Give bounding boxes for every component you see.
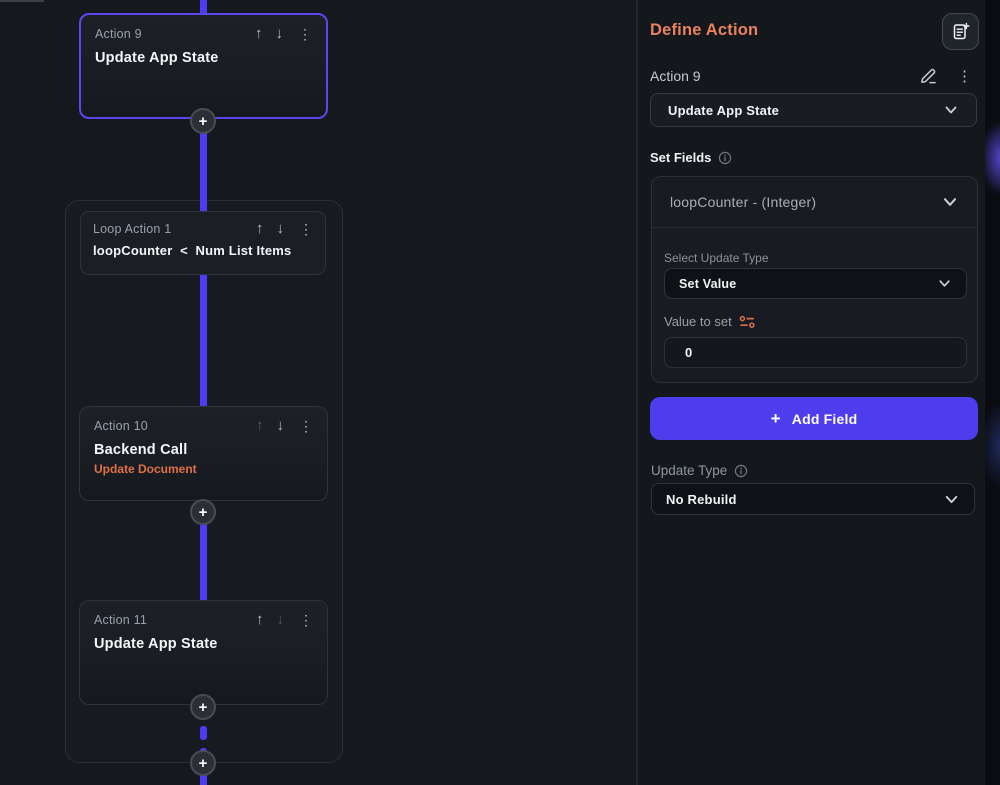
value-to-set-label-row: Value to set [664,314,756,329]
node-header: Action 11 ↑ ↓ ⋮ [94,612,313,627]
rebuild-select[interactable]: No Rebuild [651,483,975,515]
copy-action-button[interactable] [942,13,979,50]
node-menu-icon[interactable]: ⋮ [299,220,313,237]
flow-line [200,774,207,785]
rebuild-value: No Rebuild [666,491,737,507]
plus-icon: + [770,408,781,428]
set-from-variable-icon[interactable] [739,315,756,329]
set-fields-label-row: Set Fields [650,150,732,165]
update-type-select[interactable]: Set Value [664,268,967,299]
add-field-label: Add Field [791,410,858,427]
background-glow-strip [985,0,1000,785]
node-menu-icon[interactable]: ⋮ [299,611,313,628]
action-flow-canvas: Action 9 ↑ ↓ ⋮ Update App State Loop Act… [0,0,343,785]
set-fields-label: Set Fields [650,150,712,165]
chevron-down-icon [943,198,957,206]
flow-line [200,0,207,16]
field-selector-value: loopCounter - (Integer) [670,194,817,210]
move-down-icon[interactable]: ↓ [276,611,285,628]
node-title: Backend Call [94,442,188,458]
info-icon [719,151,732,164]
node-title: Update App State [94,636,218,652]
update-type-value: Set Value [679,276,737,291]
action-type-value: Update App State [668,102,780,118]
node-menu-icon[interactable]: ⋮ [298,25,312,42]
add-action-button[interactable]: + [190,108,216,134]
canvas-top-highlight [0,0,44,2]
node-loop-action-1[interactable]: Loop Action 1 ↑ ↓ ⋮ loopCounter < Num Li… [80,211,326,275]
node-subtitle: Update Document [94,462,197,476]
define-action-panel: Define Action Action 9 ⋮ Update [638,0,985,785]
move-down-icon[interactable]: ↓ [276,220,285,237]
node-header: Loop Action 1 ↑ ↓ ⋮ [93,221,313,236]
value-to-set-input[interactable] [664,337,967,368]
flow-line-dash [200,726,207,740]
add-action-button[interactable]: + [190,499,216,525]
move-up-icon[interactable]: ↑ [256,417,264,434]
move-down-icon[interactable]: ↓ [276,417,285,434]
action-menu-icon[interactable]: ⋮ [957,68,972,85]
panel-title: Define Action [650,21,759,39]
node-action-11[interactable]: Action 11 ↑ ↓ ⋮ Update App State [79,600,328,705]
panel-divider [636,0,638,785]
node-header: Action 10 ↑ ↓ ⋮ [94,418,313,433]
chevron-down-icon [939,280,950,287]
node-menu-icon[interactable]: ⋮ [299,417,313,434]
set-fields-card: loopCounter - (Integer) Select Update Ty… [651,176,978,383]
node-label: Action 11 [94,612,147,627]
rebuild-label-row: Update Type [651,463,748,478]
flow-line [200,499,207,603]
action-type-select[interactable]: Update App State [650,93,977,127]
chevron-down-icon [945,106,957,114]
add-field-button[interactable]: + Add Field [650,397,978,440]
loop-condition: loopCounter < Num List Items [93,243,292,258]
rebuild-label: Update Type [651,463,728,478]
field-selector[interactable]: loopCounter - (Integer) [652,177,977,228]
add-action-button[interactable]: + [190,750,216,776]
move-down-icon[interactable]: ↓ [275,25,284,42]
flow-line [200,272,207,408]
node-label: Loop Action 1 [93,221,172,236]
node-label: Action 9 [95,26,142,41]
pencil-icon [921,68,936,83]
select-update-type-label: Select Update Type [664,251,769,265]
value-to-set-label: Value to set [664,314,732,329]
flow-line [200,117,207,213]
node-title: Update App State [95,50,219,66]
node-header: Action 9 ↑ ↓ ⋮ [95,26,312,41]
move-up-icon[interactable]: ↑ [256,220,264,237]
chevron-down-icon [945,495,958,503]
info-icon [735,464,748,477]
move-up-icon[interactable]: ↑ [255,25,263,42]
rename-action-button[interactable] [918,66,939,87]
node-action-9[interactable]: Action 9 ↑ ↓ ⋮ Update App State [79,13,328,119]
move-up-icon[interactable]: ↑ [256,611,264,628]
add-action-button[interactable]: + [190,694,216,720]
action-name-row: Action 9 ⋮ [650,65,972,87]
document-plus-icon [953,22,970,40]
node-action-10[interactable]: Action 10 ↑ ↓ ⋮ Backend Call Update Docu… [79,406,328,501]
action-name: Action 9 [650,68,701,84]
node-label: Action 10 [94,418,148,433]
